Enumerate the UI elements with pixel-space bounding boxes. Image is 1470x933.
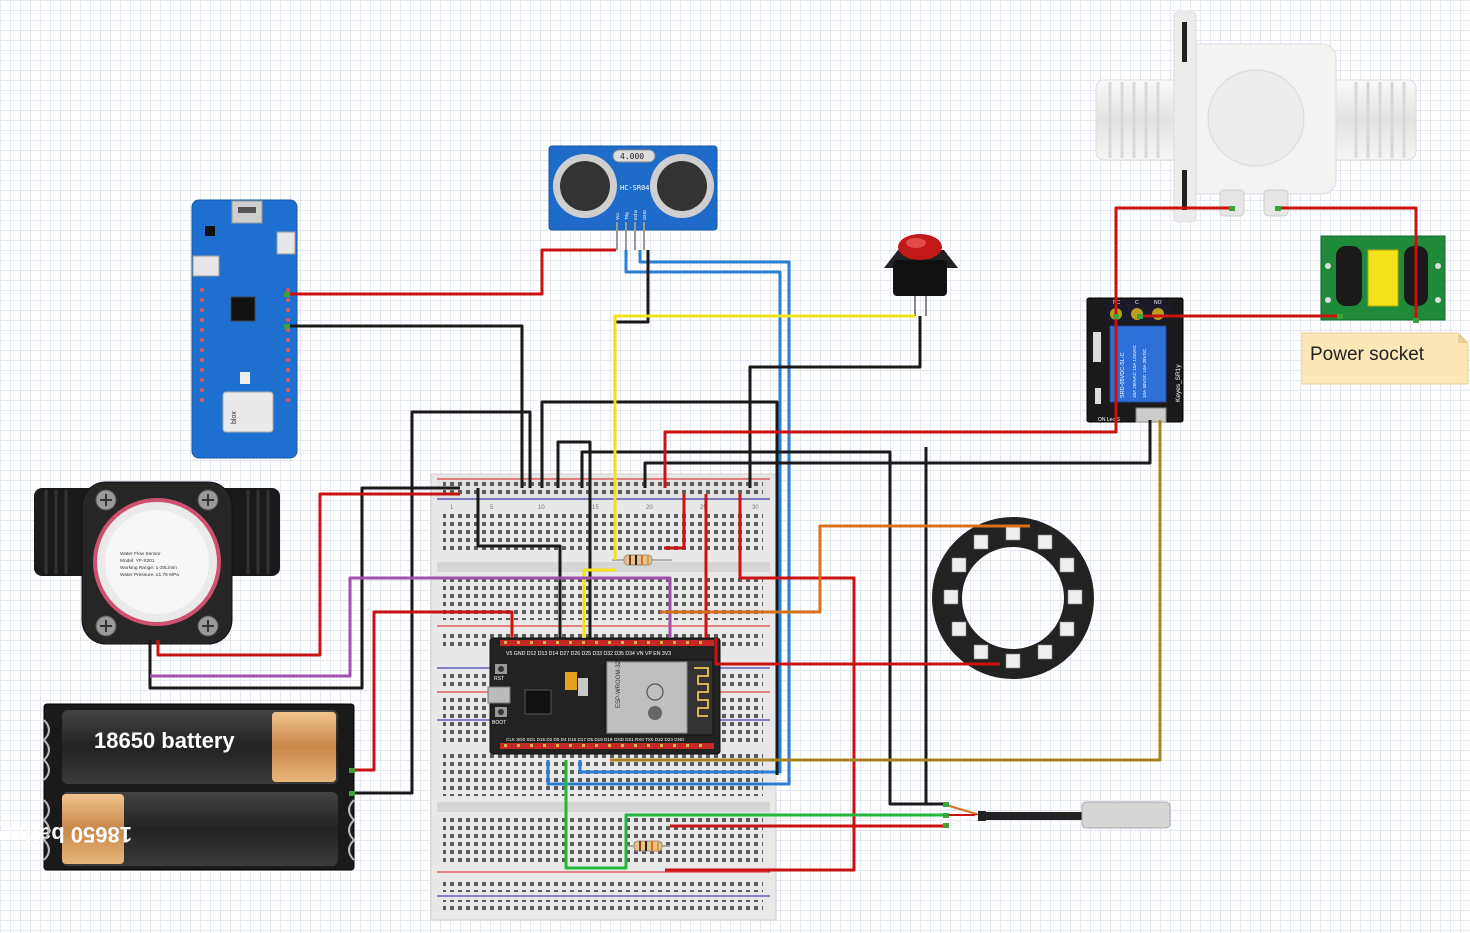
note-text: Power socket (1310, 344, 1425, 365)
wire-black (352, 410, 532, 795)
battery-cell-top (62, 710, 338, 784)
crystal-label: 4.000 (620, 152, 644, 161)
wire-red (1278, 206, 1418, 320)
ultrasonic-model: HC-SR04 (620, 184, 650, 192)
esp32-bottom-pin-labels: CLK SD0 SD1 D15 D2 D0 D4 D16 D17 D5 D18 … (506, 737, 685, 742)
wire-red (352, 610, 514, 772)
wire-red (663, 316, 1118, 488)
relay-rating2: 10A 30VDC 10A 28VDC (1142, 348, 1147, 398)
wroom-shield (606, 661, 688, 734)
resistor (626, 840, 670, 852)
wire-green (564, 760, 946, 870)
battery-holder: 18650 battery 18650 battery (0, 703, 356, 871)
mkr-board: blox (191, 199, 298, 459)
breadboard-number: 1 (450, 505, 454, 511)
wire-black (288, 324, 524, 488)
flow-text-4: Water Pressure: ≤1.75 MPa (120, 572, 179, 578)
wire-black (540, 400, 779, 775)
board-brand: blox (231, 411, 238, 424)
wire-red (665, 494, 856, 872)
relay-rating1: 10A 250VAC 10A 125VAC (1132, 344, 1137, 398)
wire-red (288, 248, 616, 296)
led-ring (932, 517, 1094, 679)
breadboard-number: 5 (490, 505, 494, 511)
solenoid-valve (1095, 11, 1417, 223)
wire-yellow (582, 568, 615, 638)
wire-red (1114, 206, 1232, 316)
wire-red (664, 494, 686, 550)
wire-black (148, 486, 460, 690)
relay-module: NC C NO SRD-05VDC-SL-C 10A 250VAC 10A 12… (1086, 297, 1184, 423)
battery-cell-bottom (62, 792, 338, 866)
power-module (1320, 235, 1446, 321)
flow-text-3: Working Range: 1-30L/min (120, 565, 177, 571)
relay-bottom-label: ON Led S (1098, 417, 1121, 423)
mcu-chip (230, 296, 256, 322)
wire-red (714, 638, 1000, 666)
relay-model: SRD-05VDC-SL-C (1120, 352, 1126, 398)
wire-red (156, 492, 460, 657)
temperature-probe (945, 801, 1171, 829)
wroom-label: ESP-WROOM-32 (616, 660, 622, 708)
pin-label: Vcc (615, 212, 620, 220)
wire-yellow (613, 314, 915, 560)
esp32-top-pin-labels: V5 GND D12 D13 D14 D27 D26 D25 D33 D32 D… (506, 651, 671, 657)
wire-black (643, 420, 1152, 488)
wire-black (748, 316, 922, 488)
relay-brand: Keyes_SR1y (1175, 364, 1182, 402)
breadboard-number: 30 (752, 505, 759, 511)
breadboard-number: 20 (646, 505, 653, 511)
wire-black (580, 450, 946, 806)
wire-orange (660, 524, 1030, 614)
breadboard-number: 10 (538, 505, 545, 511)
wire-black (476, 488, 562, 638)
relay-coil-housing (1109, 325, 1167, 403)
wire-olive (610, 420, 1162, 762)
breadboard-number: 25 (700, 505, 707, 511)
esp32-board: V5 GND D12 D13 D14 D27 D26 D25 D33 D32 D… (487, 637, 721, 755)
radio-module (222, 391, 274, 433)
wire-black (556, 440, 592, 638)
probe-tip (1081, 801, 1171, 829)
battery-label-top: 18650 battery (94, 728, 235, 753)
wire-black (615, 250, 650, 324)
esp32-chip (524, 689, 552, 715)
wire-blue (546, 250, 791, 786)
resistor (612, 554, 672, 566)
battery-label-bottom: 18650 battery (0, 822, 132, 847)
wire-blue (578, 250, 782, 774)
pin-label: Echo (633, 209, 638, 220)
flow-sensor: Water Flow Sensor Model: YF-S201 Working… (34, 481, 280, 645)
ultrasonic-sensor: 4.000 HC-SR04 Vcc Trig Echo GND (548, 145, 718, 250)
rst-label: RST (494, 676, 504, 682)
push-button[interactable] (884, 234, 958, 316)
pin-label: GND (642, 209, 647, 220)
pin-label: Trig (624, 212, 629, 220)
power-socket-note: Power socket (1301, 332, 1469, 385)
breadboard-number: 15 (592, 505, 599, 511)
relay-terminal-c: C (1135, 300, 1139, 306)
flow-text-2: Model: YF-S201 (120, 558, 155, 564)
crystal (612, 149, 656, 163)
wire-purple (150, 576, 672, 678)
boot-label: BOOT (492, 720, 506, 726)
relay-terminal-no: NO (1154, 300, 1162, 306)
flow-text-1: Water Flow Sensor (120, 551, 161, 557)
usb-port (487, 686, 511, 704)
wires (148, 206, 1419, 872)
